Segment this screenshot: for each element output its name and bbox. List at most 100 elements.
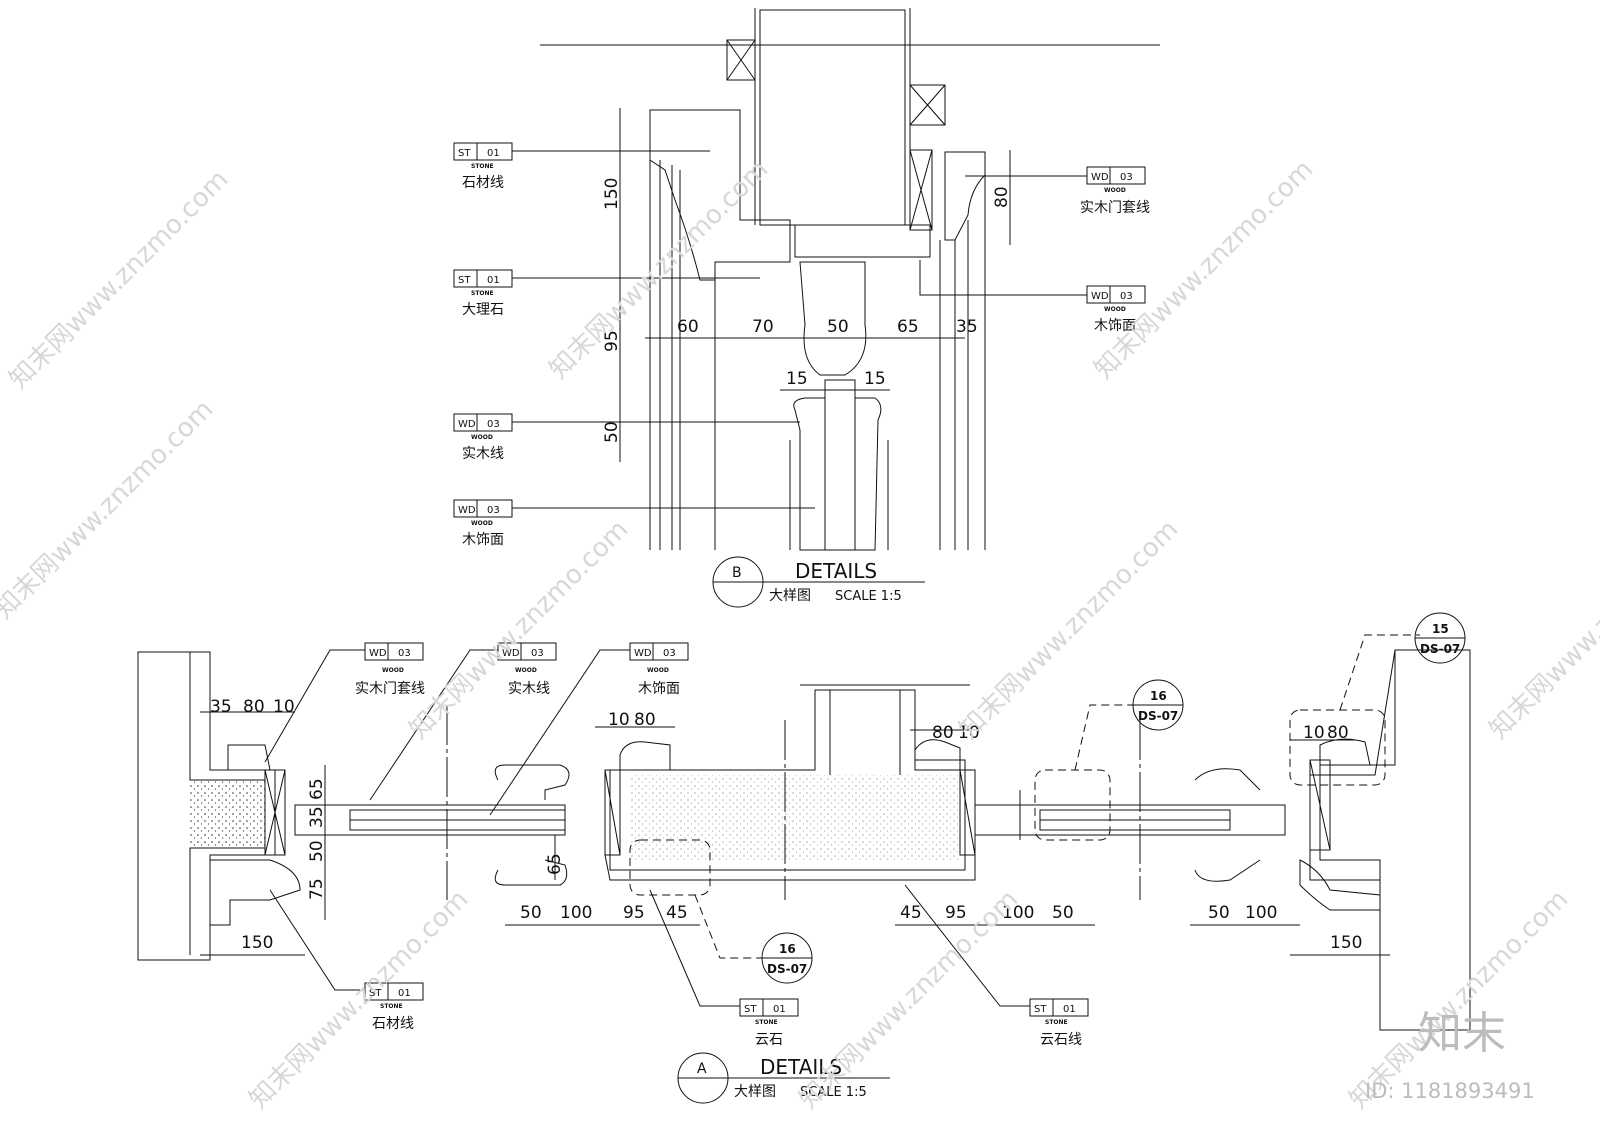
svg-text:实木门套线: 实木门套线	[1080, 200, 1150, 216]
dim-b-50v: 50	[602, 421, 622, 443]
svg-text:DS-07: DS-07	[1420, 642, 1460, 656]
svg-text:石材线: 石材线	[372, 1016, 414, 1032]
dim-a: 100	[1245, 903, 1277, 923]
material-tag: ST 01 STONE 石材线	[364, 982, 424, 1032]
detail-a-tags: WD 03 WOOD 实木门套线 WD 03 WOOD 实木线 WD 03 WO…	[355, 642, 1089, 1048]
svg-text:木饰面: 木饰面	[462, 532, 504, 548]
dim-a: 80	[243, 697, 265, 717]
svg-text:STONE: STONE	[471, 290, 494, 297]
dim-a: 10	[958, 723, 980, 743]
dim-b-15a: 15	[786, 369, 808, 389]
detail-a-drawing	[137, 634, 1471, 1031]
svg-text:01: 01	[487, 148, 500, 159]
svg-text:云石: 云石	[755, 1032, 783, 1048]
svg-text:16: 16	[779, 942, 796, 956]
detail-b-tags: ST 01 STONE 石材线 ST 01 STONE 大理石 WD 03 WO…	[453, 142, 1150, 548]
svg-text:03: 03	[1120, 172, 1133, 183]
svg-text:WD: WD	[458, 419, 476, 430]
svg-text:03: 03	[487, 505, 500, 516]
material-tag: WD 03 WOOD 实木线	[497, 642, 557, 697]
detail-b-dimensions: 60 70 50 65 35 15 15 150 95 50 80	[602, 178, 1012, 443]
svg-text:03: 03	[1120, 291, 1133, 302]
svg-text:DS-07: DS-07	[1138, 709, 1178, 723]
dim-b-150: 150	[602, 178, 622, 210]
svg-text:云石线: 云石线	[1040, 1032, 1082, 1048]
svg-text:WD: WD	[458, 505, 476, 516]
svg-text:WOOD: WOOD	[515, 667, 537, 674]
svg-text:WD: WD	[1091, 291, 1109, 302]
dim-a: 45	[900, 903, 922, 923]
detail-a-refs: 15 DS-07 16 DS-07 16 DS-07	[761, 612, 1466, 984]
svg-text:实木线: 实木线	[508, 681, 550, 697]
dim-a: 75	[307, 878, 327, 900]
dim-a: 100	[1002, 903, 1034, 923]
svg-text:大样图: 大样图	[769, 588, 811, 604]
svg-text:ST: ST	[744, 1004, 757, 1015]
svg-text:16: 16	[1150, 689, 1167, 703]
dim-b-35: 35	[956, 317, 978, 337]
svg-text:WOOD: WOOD	[647, 667, 669, 674]
dim-a: 10	[608, 710, 630, 730]
svg-text:ST: ST	[1034, 1004, 1047, 1015]
image-id: ID: 1181893491	[1365, 1079, 1535, 1103]
svg-text:知末网www.znzmo.com: 知末网www.znzmo.com	[404, 514, 635, 745]
svg-text:03: 03	[487, 419, 500, 430]
svg-text:WOOD: WOOD	[1104, 306, 1126, 313]
svg-text:木饰面: 木饰面	[638, 681, 680, 697]
detail-a-marker: A	[697, 1061, 707, 1077]
svg-text:ST: ST	[458, 275, 471, 286]
svg-text:WOOD: WOOD	[471, 520, 493, 527]
svg-text:知末网www.znzmo.com: 知末网www.znzmo.com	[244, 884, 475, 1115]
dim-a: 50	[1208, 903, 1230, 923]
svg-text:SCALE 1:5: SCALE 1:5	[800, 1085, 867, 1100]
dim-a: 150	[1330, 933, 1362, 953]
svg-text:石材线: 石材线	[462, 175, 504, 191]
svg-text:03: 03	[398, 648, 411, 659]
dim-a: 35	[210, 697, 232, 717]
svg-text:木饰面: 木饰面	[1094, 318, 1136, 334]
svg-text:实木线: 实木线	[462, 446, 504, 462]
dim-a: 80	[932, 723, 954, 743]
svg-text:知末网www.znzmo.com: 知末网www.znzmo.com	[4, 164, 235, 395]
svg-text:大样图: 大样图	[734, 1084, 776, 1100]
detail-reference-bubble: 15 DS-07	[1414, 612, 1466, 664]
svg-text:03: 03	[531, 648, 544, 659]
svg-text:STONE: STONE	[1045, 1019, 1068, 1026]
svg-text:ST: ST	[369, 988, 382, 999]
dim-a: 100	[560, 903, 592, 923]
svg-text:WOOD: WOOD	[382, 667, 404, 674]
dim-a: 45	[666, 903, 688, 923]
dim-a: 50	[307, 840, 327, 862]
material-tag: WD 03 WOOD 木饰面	[919, 260, 1146, 334]
detail-a-title: A DETAILS 大样图 SCALE 1:5	[677, 1052, 890, 1104]
svg-text:实木门套线: 实木门套线	[355, 681, 425, 697]
svg-text:知末网www.znzmo.com: 知末网www.znzmo.com	[544, 154, 775, 385]
svg-text:ST: ST	[458, 148, 471, 159]
dim-a: 50	[520, 903, 542, 923]
svg-text:WD: WD	[369, 648, 387, 659]
dim-a: 50	[1052, 903, 1074, 923]
dim-a: 10	[273, 697, 295, 717]
detail-reference-bubble: 16 DS-07	[1132, 679, 1184, 731]
material-tag: ST 01 STONE 云石线	[1029, 998, 1089, 1048]
detail-b-marker: B	[732, 565, 742, 581]
dim-b-60: 60	[677, 317, 699, 337]
dim-a: 150	[241, 933, 273, 953]
svg-text:01: 01	[487, 275, 500, 286]
svg-text:01: 01	[1063, 1004, 1076, 1015]
svg-text:知末网www.znzmo.com: 知末网www.znzmo.com	[1484, 514, 1600, 745]
svg-text:01: 01	[398, 988, 411, 999]
material-tag: WD 03 WOOD 木饰面	[453, 499, 815, 548]
detail-b-title: B DETAILS 大样图 SCALE 1:5	[712, 556, 925, 608]
material-tag: ST 01 STONE 大理石	[453, 269, 760, 318]
dim-b-50: 50	[827, 317, 849, 337]
svg-text:03: 03	[663, 648, 676, 659]
dim-a: 95	[945, 903, 967, 923]
svg-text:01: 01	[773, 1004, 786, 1015]
detail-b-title-text: DETAILS	[795, 559, 877, 583]
dim-b-15b: 15	[864, 369, 886, 389]
brand-logo: 知末	[1418, 1008, 1506, 1059]
material-tag: WD 03 WOOD 木饰面	[629, 642, 689, 697]
detail-reference-bubble: 16 DS-07	[761, 932, 813, 984]
